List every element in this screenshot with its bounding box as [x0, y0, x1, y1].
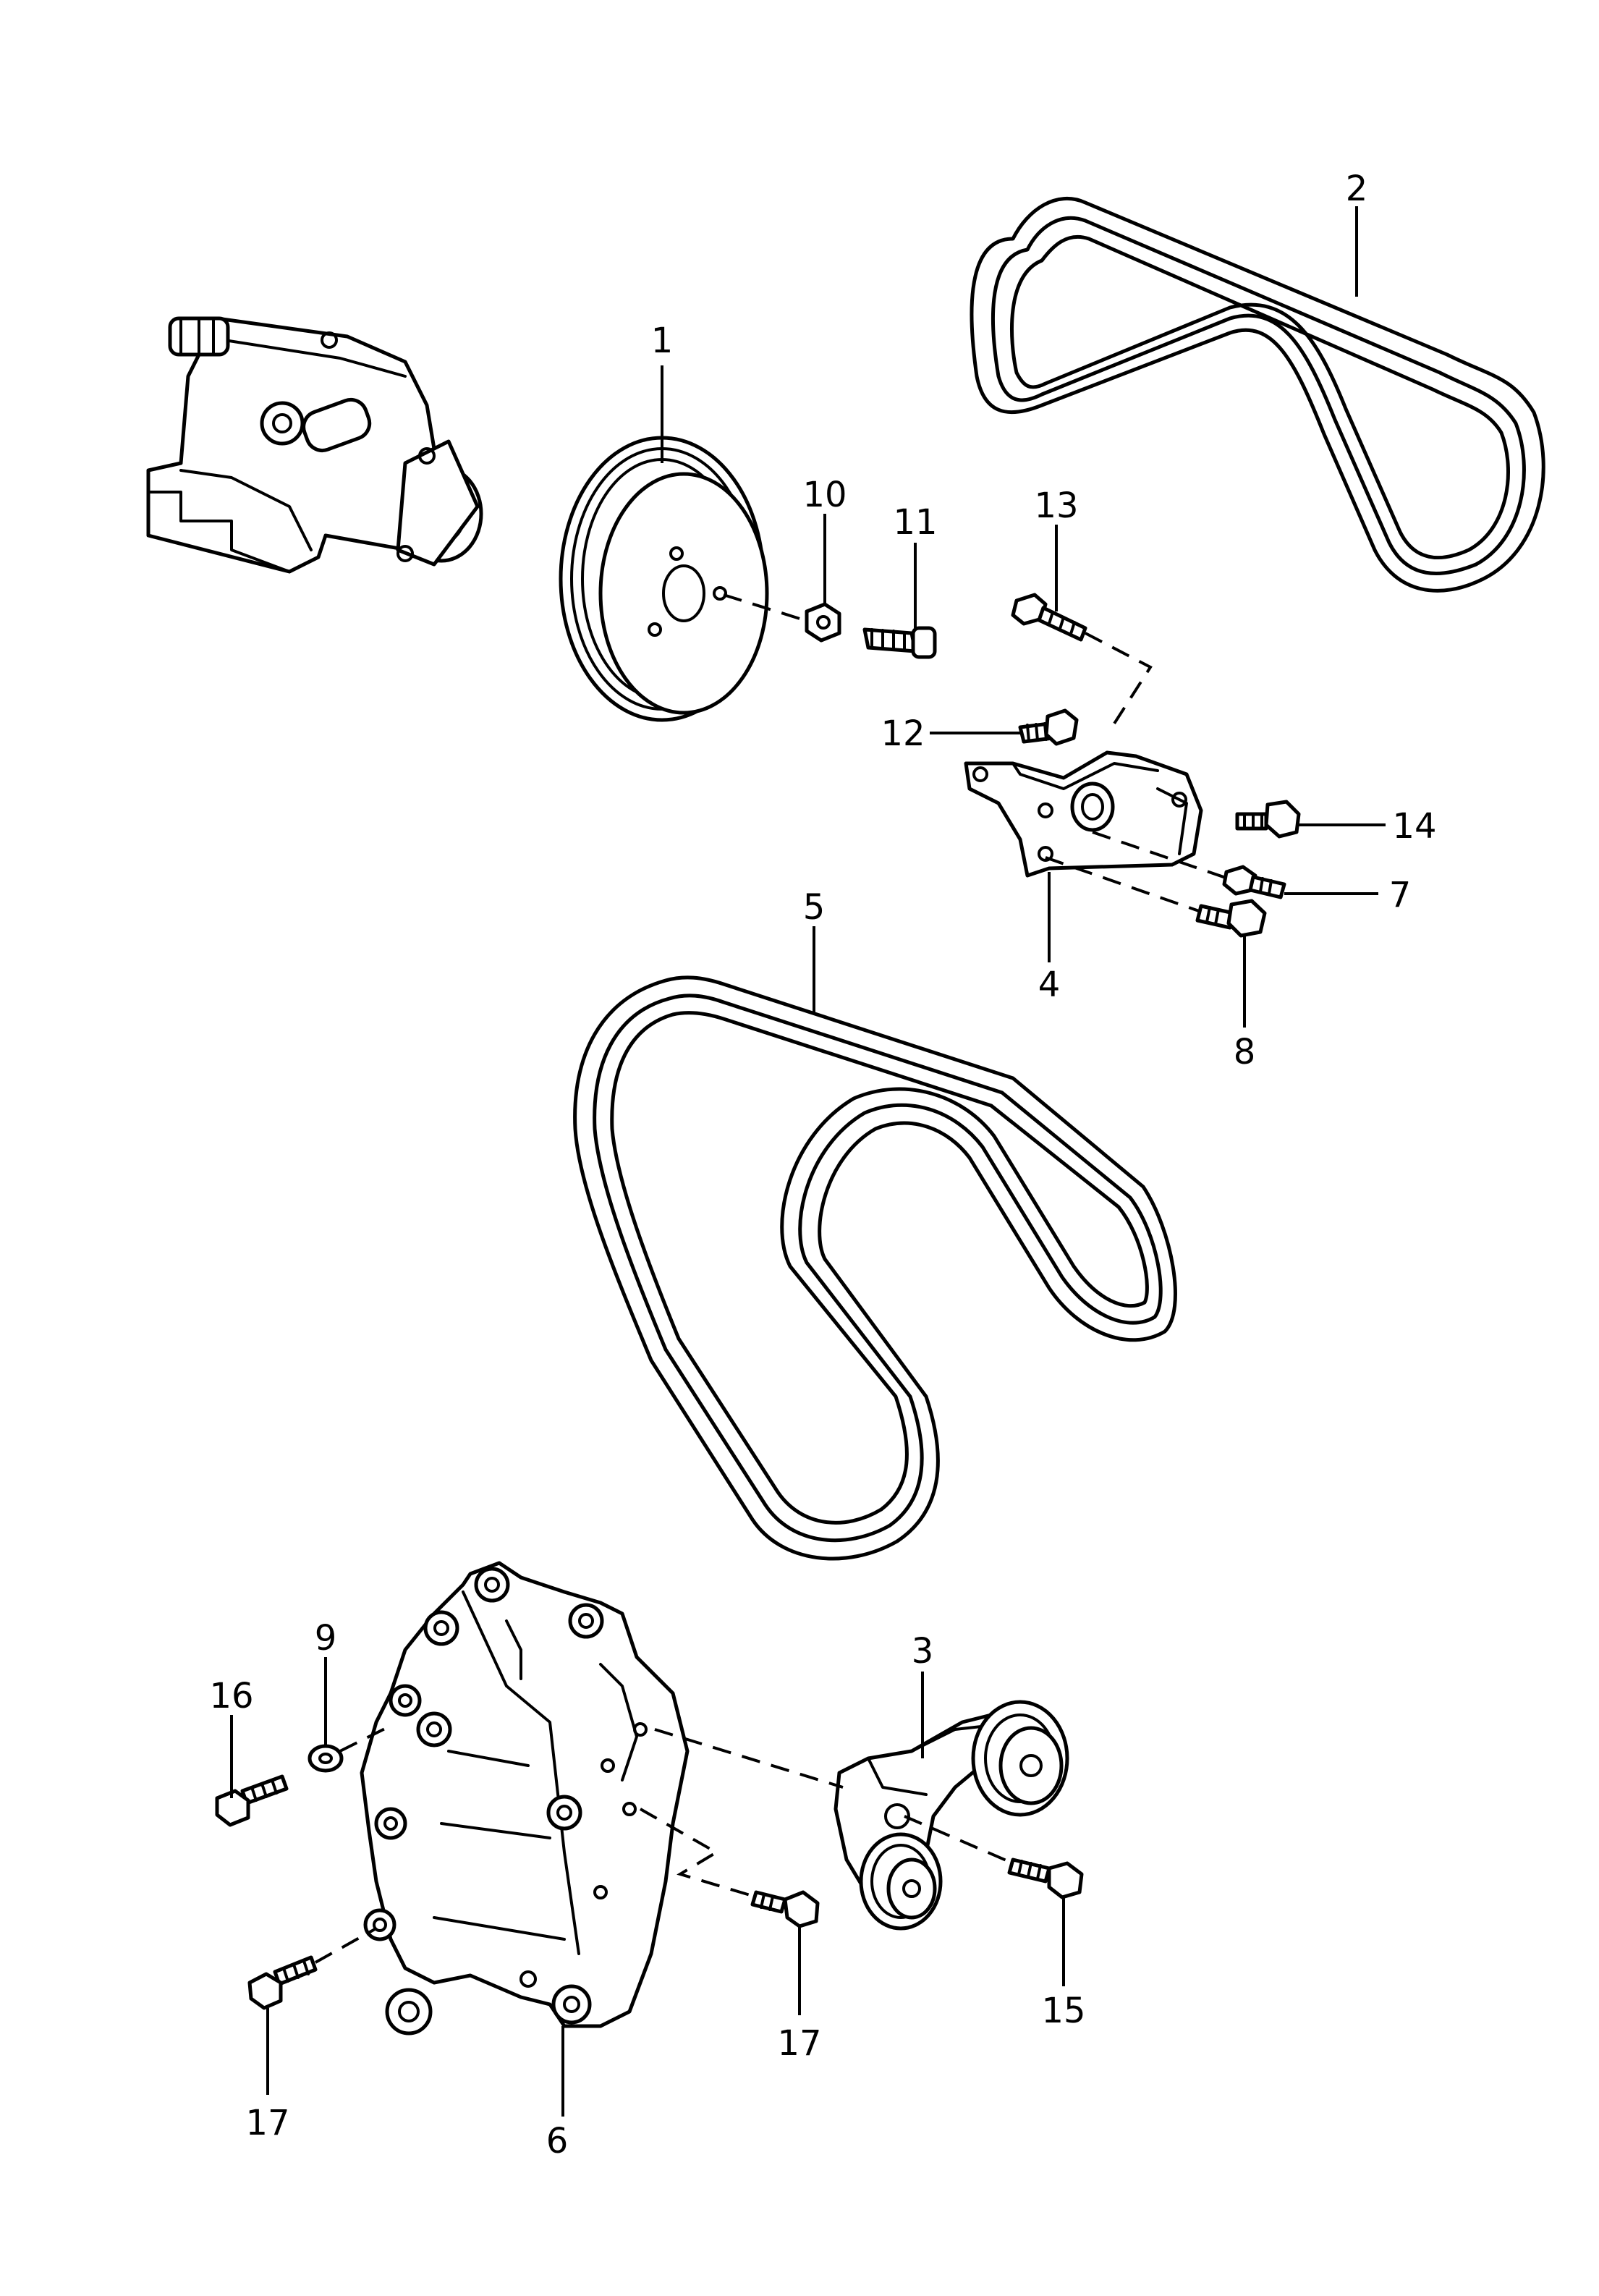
- bolt-17-right: [750, 1890, 820, 1928]
- belt-tensioner: [834, 1700, 1069, 1931]
- bolt-14: [1235, 800, 1301, 839]
- bolt-8: [1195, 899, 1267, 938]
- hex-nut: [805, 602, 841, 643]
- callout-8: 8: [1234, 1032, 1256, 1072]
- mounting-bracket: [360, 1561, 690, 2036]
- callout-15: 15: [1041, 1991, 1085, 2031]
- callout-3: 3: [912, 1631, 934, 1672]
- callout-14: 14: [1392, 806, 1436, 847]
- callout-7: 7: [1389, 875, 1412, 915]
- bolt-16: [215, 1774, 289, 1827]
- ribbed-belt-upper: [970, 197, 1545, 593]
- power-steering-pump: [146, 316, 483, 574]
- tensioner-bracket: [964, 750, 1203, 878]
- bolt-15: [1007, 1857, 1084, 1899]
- callout-17-left: 17: [245, 2103, 289, 2143]
- bolt-13: [1011, 593, 1087, 642]
- washer: [308, 1744, 344, 1773]
- callout-12: 12: [881, 713, 925, 754]
- callout-9: 9: [315, 1618, 337, 1659]
- callout-16: 16: [209, 1676, 253, 1716]
- callout-11: 11: [893, 502, 937, 543]
- callout-5: 5: [803, 887, 826, 928]
- ribbed-belt-lower: [573, 975, 1177, 1561]
- pulley: [559, 436, 769, 722]
- callout-17-right: 17: [777, 2023, 821, 2064]
- callout-1: 1: [651, 321, 674, 361]
- bolt-7: [1222, 865, 1286, 899]
- callout-2: 2: [1346, 169, 1368, 209]
- callout-10: 10: [802, 475, 847, 515]
- socket-head-bolt: [862, 626, 937, 659]
- callout-6: 6: [546, 2121, 569, 2161]
- callout-4: 4: [1038, 965, 1061, 1005]
- bolt-17-left: [247, 1955, 318, 2010]
- callout-13: 13: [1034, 486, 1078, 526]
- bolt-12: [1018, 708, 1079, 746]
